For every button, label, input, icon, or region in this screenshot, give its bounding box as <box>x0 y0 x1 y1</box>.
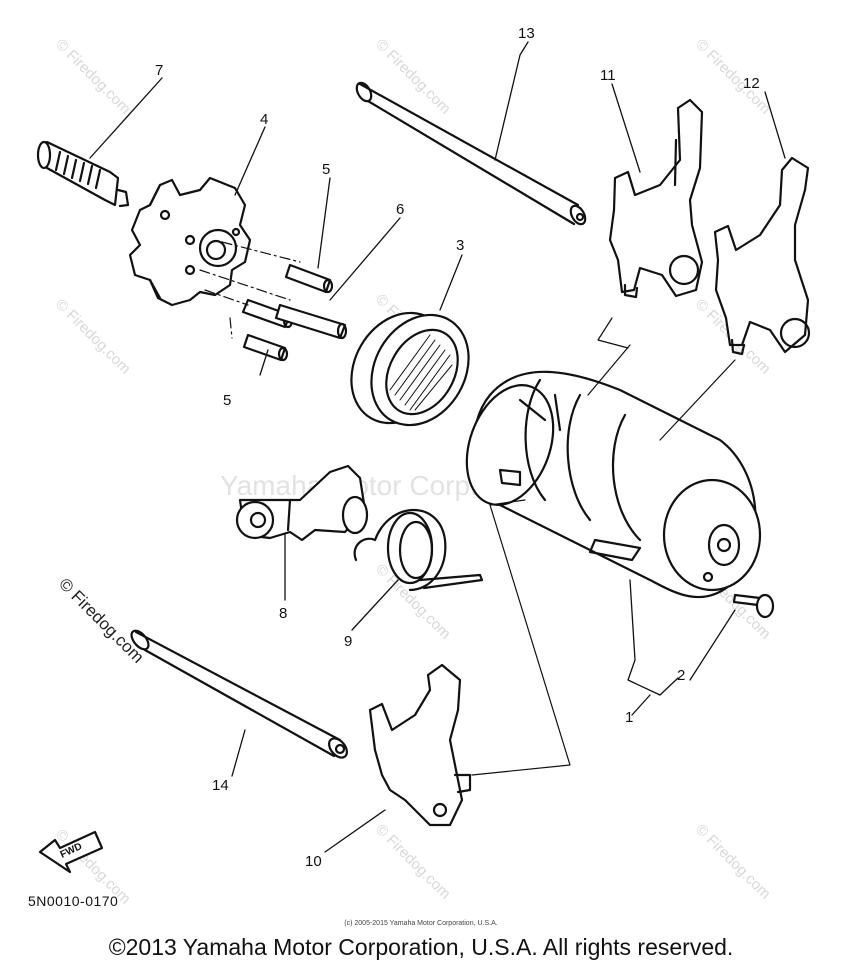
watermark-site: © Firedog.com <box>372 821 454 903</box>
callout-14: 14 <box>212 777 229 794</box>
callout-7: 7 <box>155 62 163 79</box>
callout-8: 8 <box>279 605 287 622</box>
part-10-shift-fork <box>368 663 472 827</box>
part-5-pins <box>241 263 334 362</box>
callout-4: 4 <box>260 111 268 128</box>
leader-lines <box>89 41 786 853</box>
callout-10: 10 <box>305 853 322 870</box>
part-2-pin <box>732 593 775 619</box>
watermark-site: © Firedog.com <box>692 821 774 903</box>
part-4-cam-segment <box>128 176 252 307</box>
watermark-site: © Firedog.com <box>372 561 454 643</box>
watermark-site: © Firedog.com <box>52 296 134 378</box>
callout-6: 6 <box>396 201 404 218</box>
watermark-site: © Firedog.com <box>372 36 454 118</box>
part-12-shift-fork <box>713 156 811 356</box>
callout-12: 12 <box>743 75 760 92</box>
part-14-fork-shaft <box>130 629 348 759</box>
callout-1: 1 <box>625 709 633 726</box>
main-copyright: ©2013 Yamaha Motor Corporation, U.S.A. A… <box>108 934 734 960</box>
small-copyright: (c) 2005-2015 Yamaha Motor Corporation, … <box>344 920 498 927</box>
part-6-long-pin <box>274 303 348 340</box>
fwd-arrow-icon <box>38 830 104 874</box>
callout-5-bottom: 5 <box>223 392 231 409</box>
part-9-torsion-spring <box>353 508 484 592</box>
callout-labels: 7 4 5 6 3 5 13 11 12 8 9 2 1 14 10 FWD <box>59 25 760 870</box>
part-13-fork-shaft <box>355 81 587 226</box>
callout-9: 9 <box>344 633 352 650</box>
watermark-site: © Firedog.com <box>692 36 774 118</box>
part-11-shift-fork <box>608 98 704 299</box>
callout-11: 11 <box>600 67 616 84</box>
firedog-watermark-dark: © Firedog.com <box>55 574 147 666</box>
watermark-site: © Firedog.com <box>52 36 134 118</box>
callout-2: 2 <box>677 667 685 684</box>
callout-13: 13 <box>518 25 535 42</box>
part-7-bolt <box>36 140 130 208</box>
diagram-part-code: 5N0010-0170 <box>28 893 119 909</box>
part-1-shift-cam-drum <box>465 370 762 599</box>
callout-3: 3 <box>456 237 464 254</box>
part-8-stopper-lever <box>235 464 369 542</box>
callout-5-top: 5 <box>322 161 330 178</box>
part-3-needle-bearing <box>350 311 470 427</box>
